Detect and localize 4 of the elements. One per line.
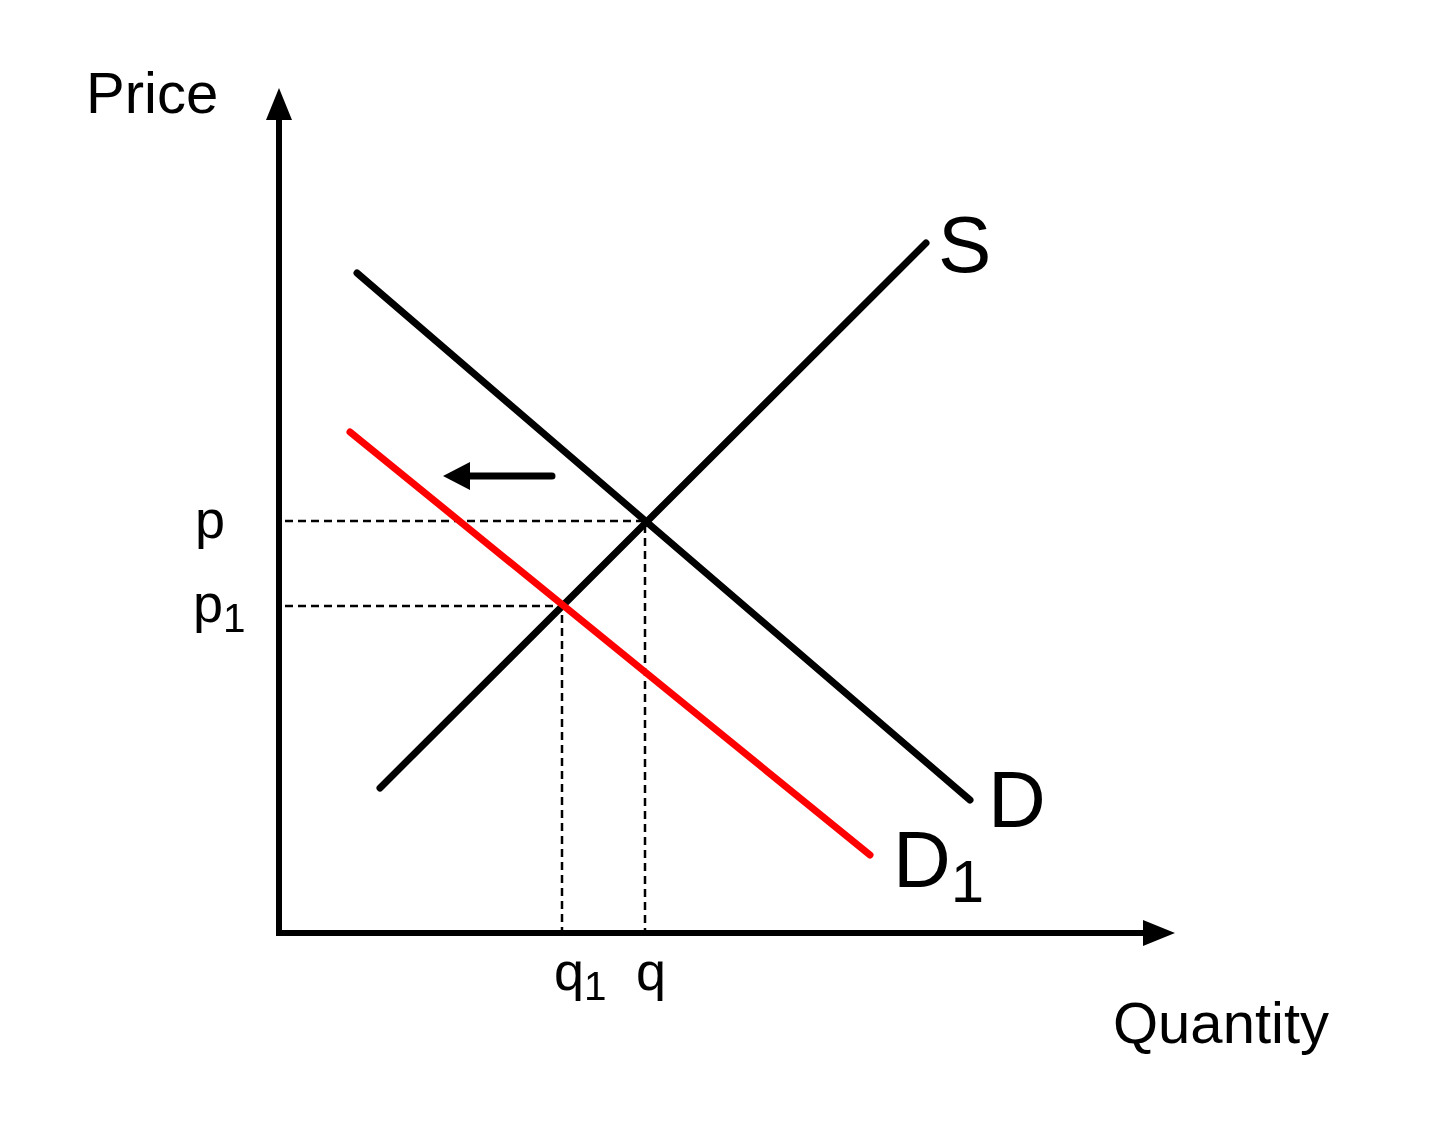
axis-label: Price [86,64,219,122]
curve-label: D$_{1}$ [893,820,985,900]
curve-label: D [988,760,1046,840]
curve-label: S [938,205,992,285]
